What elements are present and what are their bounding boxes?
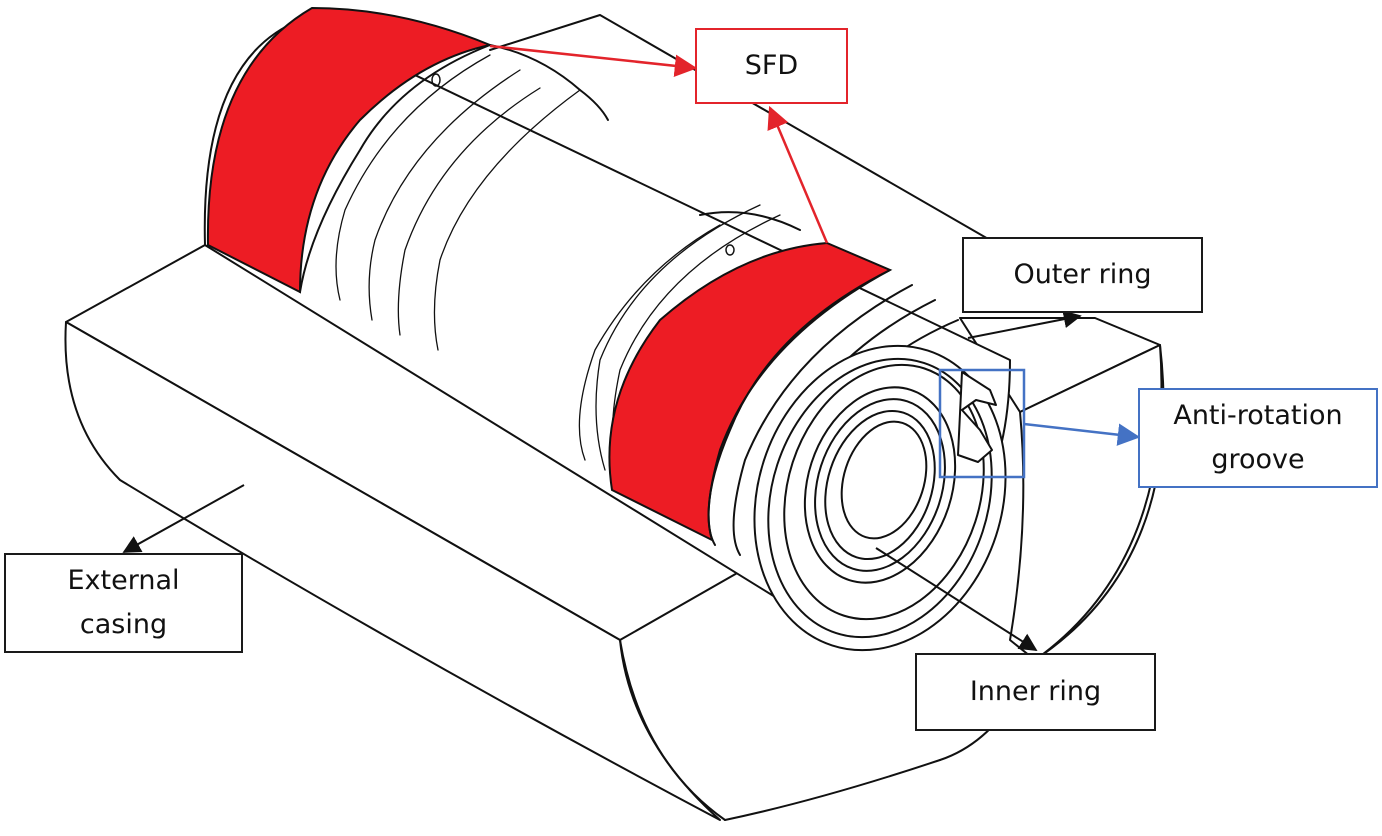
sfd-band-right — [608, 241, 893, 542]
sfd-label: SFD — [695, 28, 848, 104]
groove-leader — [1023, 422, 1141, 446]
sfd-leader-left — [489, 44, 698, 78]
sfd-leader-right — [767, 105, 829, 244]
external-casing-body — [64, 244, 941, 821]
anti-rotation-groove-highlight — [938, 368, 1026, 479]
casing-back-edge — [489, 14, 991, 241]
external-casing-label-line2: casing — [79, 609, 168, 640]
inner-ring — [803, 386, 957, 584]
anti-rotation-groove-label-line2: groove — [1211, 444, 1305, 475]
outer-ring-label-text: Outer ring — [1013, 259, 1152, 290]
external-casing-label: External casing — [4, 553, 243, 653]
casing-leader — [122, 484, 245, 553]
outer-ring-label: Outer ring — [962, 237, 1203, 313]
external-casing-label-line1: External — [67, 565, 180, 596]
outer-ring-leader — [967, 310, 1082, 339]
sfd-band-left — [206, 6, 494, 294]
inner-ring-leader — [875, 547, 1038, 651]
sfd-label-text: SFD — [744, 50, 799, 81]
inner-ring-label: Inner ring — [915, 653, 1156, 731]
anti-rotation-notch — [957, 371, 997, 463]
anti-rotation-groove-label-line1: Anti-rotation — [1173, 400, 1343, 431]
inner-ring-label-text: Inner ring — [969, 676, 1102, 707]
anti-rotation-groove-label: Anti-rotation groove — [1138, 388, 1378, 488]
